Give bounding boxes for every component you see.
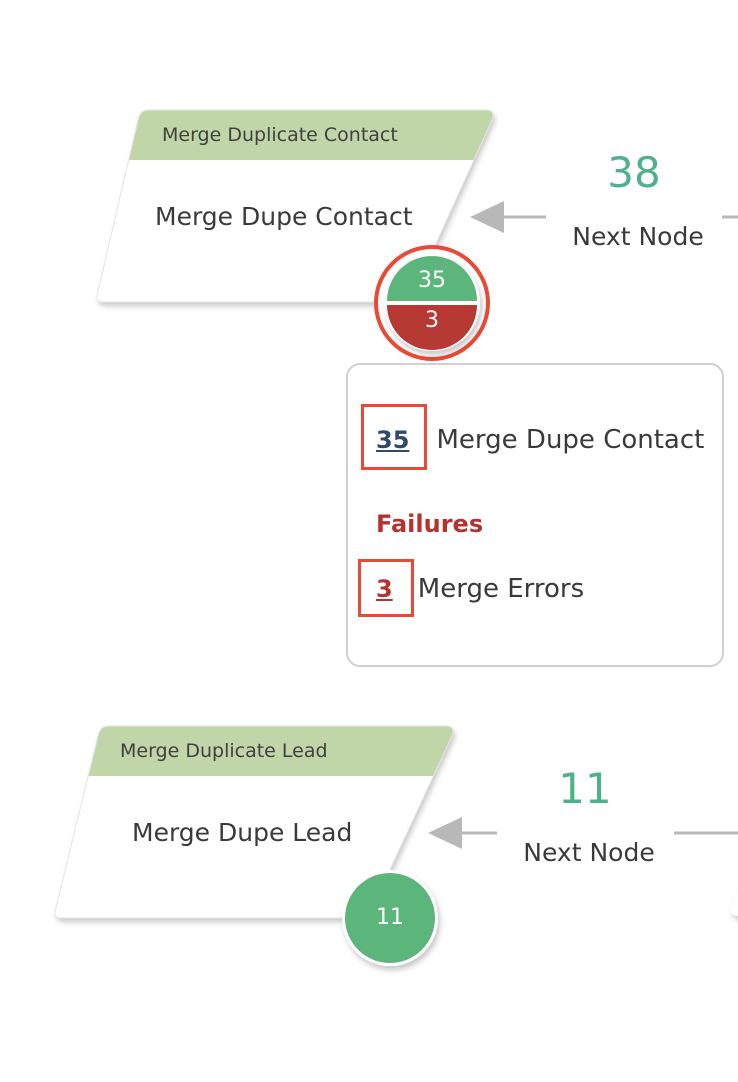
badge-success-count: 35 bbox=[418, 268, 446, 293]
badge-failure-half bbox=[387, 305, 477, 350]
node-title: Merge Dupe Lead bbox=[132, 818, 353, 847]
failure-count-link[interactable]: 3 bbox=[376, 575, 393, 603]
badge-failure-count: 3 bbox=[425, 308, 439, 333]
edge-count: 38 bbox=[607, 148, 661, 197]
node-header-bar bbox=[96, 110, 494, 160]
node-badge-split[interactable] bbox=[374, 245, 490, 361]
success-count-link[interactable]: 35 bbox=[376, 426, 410, 454]
edge-label[interactable]: Next Node bbox=[523, 838, 655, 867]
node-title: Merge Dupe Contact bbox=[155, 202, 413, 231]
edge-label[interactable]: Next Node bbox=[572, 222, 704, 251]
node-partial-right[interactable] bbox=[731, 840, 738, 916]
popup-failure-row: 3 Merge Errors bbox=[376, 574, 584, 604]
arrow-left-icon bbox=[470, 201, 504, 233]
failure-count-highlight bbox=[358, 559, 414, 617]
node-header-label: Merge Duplicate Contact bbox=[162, 124, 398, 146]
success-label: Merge Dupe Contact bbox=[436, 425, 705, 455]
node-header-label: Merge Duplicate Lead bbox=[120, 740, 328, 762]
popup-success-row: 35 Merge Dupe Contact bbox=[376, 425, 704, 455]
failures-heading: Failures bbox=[376, 510, 484, 538]
badge-success-half bbox=[387, 256, 477, 301]
badge-success-count: 11 bbox=[376, 905, 404, 930]
success-count-highlight bbox=[361, 404, 427, 470]
connector-next-node-2 bbox=[428, 817, 738, 849]
failure-label: Merge Errors bbox=[417, 574, 585, 604]
node-header-bar bbox=[54, 726, 454, 776]
arrow-left-icon bbox=[428, 817, 462, 849]
connector-next-node-1 bbox=[470, 201, 738, 233]
node-badge-success[interactable] bbox=[342, 870, 438, 966]
edge-count: 11 bbox=[558, 764, 612, 813]
